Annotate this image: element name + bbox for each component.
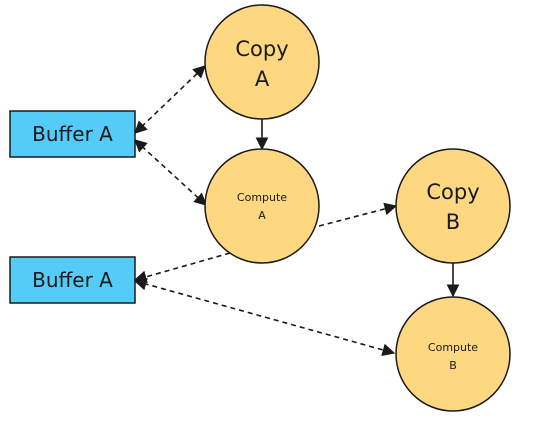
edge-compute-a-copy-b: [318, 202, 398, 227]
node-copy-a-line1: Copy: [235, 37, 288, 61]
buffer-2-label: Buffer A: [32, 268, 113, 292]
buffer-1-label: Buffer A: [32, 122, 113, 146]
node-compute-a-circle: [204, 148, 320, 264]
edge-buffer2-compute-b: [133, 277, 396, 357]
buffer-2-box: [9, 256, 136, 304]
node-compute-a: Compute A: [204, 148, 320, 264]
buffer-2: Buffer A: [9, 256, 136, 304]
node-compute-a-line1: Compute: [237, 191, 287, 204]
node-copy-b-line2: B: [446, 210, 460, 234]
node-copy-a-line2: A: [255, 67, 270, 91]
node-compute-b-line2: B: [449, 359, 457, 372]
edge-buffer1-copy-a: [134, 65, 206, 134]
edges: [133, 65, 460, 357]
node-compute-b-line1: Compute: [428, 341, 478, 354]
buffer-1: Buffer A: [9, 110, 136, 158]
node-compute-a-line2: A: [258, 209, 266, 222]
node-compute-b-circle: [395, 296, 511, 412]
node-copy-a: Copy A: [204, 4, 320, 120]
edge-compute-a-buffer2: [133, 252, 231, 284]
edge-buffer1-compute-a: [134, 139, 207, 206]
node-copy-b: Copy B: [395, 148, 511, 264]
node-copy-a-circle: [204, 4, 320, 120]
buffer-1-box: [9, 110, 136, 158]
node-copy-b-circle: [395, 148, 511, 264]
node-copy-b-line1: Copy: [426, 180, 479, 204]
node-compute-b: Compute B: [395, 296, 511, 412]
